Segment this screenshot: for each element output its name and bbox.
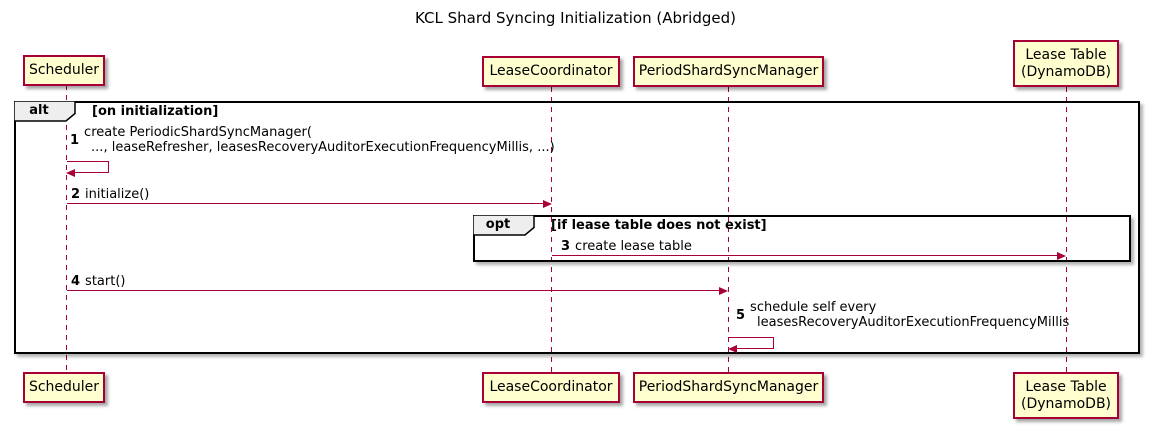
message-5-line1: schedule self every (750, 300, 877, 315)
lifeline-leasecoordinator (551, 87, 552, 372)
participant-scheduler-bottom: Scheduler (23, 372, 105, 403)
message-1-self-arrow-top (67, 161, 109, 162)
alt-frame (14, 101, 1140, 354)
message-3-text: create lease table (575, 239, 692, 254)
message-3-number: 3 (561, 239, 571, 254)
message-5-self-arrow-bottom (737, 348, 774, 349)
message-4-arrow-line (67, 290, 720, 291)
participant-leasecoordinator-top: LeaseCoordinator (482, 56, 620, 87)
message-5-arrowhead-icon (728, 345, 737, 353)
message-3-arrow-line (552, 255, 1057, 256)
message-2-arrowhead-icon (543, 200, 552, 208)
message-1-arrowhead-icon (66, 169, 75, 177)
message-4-arrowhead-icon (719, 287, 728, 295)
participant-periodshardsyncmanager-top: PeriodShardSyncManager (633, 56, 824, 87)
message-1-self-arrow-bottom (75, 172, 109, 173)
participant-leasetable-bottom: Lease Table (DynamoDB) (1013, 372, 1119, 419)
alt-frame-tab (13, 100, 76, 126)
message-5-self-arrow-top (729, 337, 774, 338)
message-5-self-arrow-side (773, 337, 774, 349)
opt-frame (473, 215, 1131, 262)
lifeline-leasetable (1066, 87, 1067, 372)
message-2-number: 2 (71, 187, 81, 202)
message-4-number: 4 (71, 274, 81, 289)
lifeline-periodshardsyncmanager (728, 87, 729, 372)
alt-frame-tab-shape (13, 100, 76, 122)
opt-guard-label: [if lease table does not exist] (551, 218, 767, 233)
opt-frame-tab (472, 214, 535, 240)
message-4: 4 start() (71, 274, 125, 289)
message-3-arrowhead-icon (1057, 252, 1066, 260)
participant-periodshardsyncmanager-bottom: PeriodShardSyncManager (633, 372, 824, 403)
message-2: 2 initialize() (71, 187, 149, 202)
opt-frame-tab-shape (472, 214, 535, 236)
message-3: 3 create lease table (561, 239, 692, 254)
message-5: 5 schedule self every leasesRecoveryAudi… (736, 300, 1069, 330)
alt-guard-label: [on initialization] (92, 104, 219, 119)
message-4-text: start() (85, 274, 126, 289)
message-5-text: schedule self every leasesRecoveryAudito… (750, 300, 1069, 330)
participant-leasetable-top: Lease Table (DynamoDB) (1013, 40, 1119, 87)
participant-leasecoordinator-bottom: LeaseCoordinator (482, 372, 620, 403)
message-1: 1 create PeriodicShardSyncManager( ..., … (70, 125, 555, 155)
message-2-arrow-line (67, 203, 544, 204)
participant-scheduler-top: Scheduler (23, 55, 105, 86)
message-1-self-arrow-side (108, 161, 109, 173)
diagram-title: KCL Shard Syncing Initialization (Abridg… (415, 9, 736, 27)
opt-operator-label: opt (485, 217, 511, 232)
message-1-number: 1 (70, 132, 80, 148)
message-1-line1: create PeriodicShardSyncManager( (84, 125, 312, 140)
message-5-number: 5 (736, 307, 746, 323)
message-1-line2: ..., leaseRefresher, leasesRecoveryAudit… (91, 140, 555, 155)
lifeline-scheduler (66, 85, 67, 372)
message-1-text: create PeriodicShardSyncManager( ..., le… (84, 125, 555, 155)
alt-operator-label: alt (29, 103, 49, 118)
message-5-line2: leasesRecoveryAuditorExecutionFrequencyM… (757, 315, 1070, 330)
message-2-text: initialize() (85, 187, 150, 202)
